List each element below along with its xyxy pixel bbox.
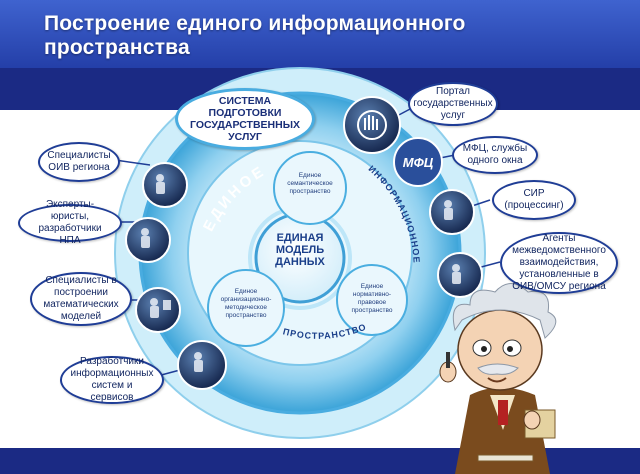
center-label-text: Единая модель данных [275, 232, 325, 268]
role-portal-text: Портал государственных услуг [413, 86, 493, 121]
role-callout-agents: Агенты межведомственного взаимодействия,… [500, 232, 618, 294]
hand-glyph [357, 110, 387, 140]
role-callout-portal: Портал государственных услуг [408, 82, 498, 126]
role-callout-sir: СИР (процессинг) [492, 180, 576, 220]
role-agents-text: Агенты межведомственного взаимодействия,… [512, 233, 606, 292]
role-math-text: Специалисты в построении математических … [43, 275, 119, 322]
role-callout-lawyers: Эксперты-юристы, разработчики НПА [18, 199, 122, 246]
organizational-space-label: Единое организационно-методическое прост… [218, 288, 274, 320]
page-title: Построение единого информационного прост… [44, 12, 466, 59]
legal-space-label: Единое нормативно-правовое пространство [346, 283, 398, 315]
semantic-space-node [273, 151, 347, 225]
center-label: Единая модель данных [262, 232, 338, 268]
role-lawyers-text: Эксперты-юристы, разработчики НПА [38, 199, 102, 246]
organizational-space-node [207, 269, 285, 347]
mfc-logo-text: МФЦ [403, 155, 434, 170]
figure-silhouettes [141, 174, 461, 372]
role-callout-developers: Разработчики информационных систем и сер… [60, 356, 164, 404]
header-bar [0, 0, 640, 68]
role-oiv-text: Специалисты ОИВ региона [47, 150, 111, 173]
legal-space-node [336, 264, 408, 336]
role-sir-text: СИР (процессинг) [504, 188, 564, 211]
system-bubble: Система подготовки государственных услуг [175, 88, 315, 150]
role-callout-math: Специалисты в построении математических … [30, 272, 132, 326]
role-callout-oiv: Специалисты ОИВ региона [38, 142, 120, 182]
mfc-logo-icon [393, 137, 443, 187]
role-callout-mfc: МФЦ, службы одного окна [452, 136, 538, 174]
legal-space-text: Единое нормативно-правовое пространство [351, 283, 393, 314]
system-bubble-label: Система подготовки государственных услуг [190, 95, 300, 143]
role-developers-text: Разработчики информационных систем и сер… [70, 356, 154, 403]
scientist-mascot-icon [439, 283, 557, 474]
semantic-space-text: Единое семантическое пространство [287, 172, 333, 195]
organizational-space-text: Единое организационно-методическое прост… [220, 288, 272, 319]
semantic-space-label: Единое семантическое пространство [284, 172, 336, 196]
role-mfc-text: МФЦ, службы одного окна [462, 143, 528, 166]
